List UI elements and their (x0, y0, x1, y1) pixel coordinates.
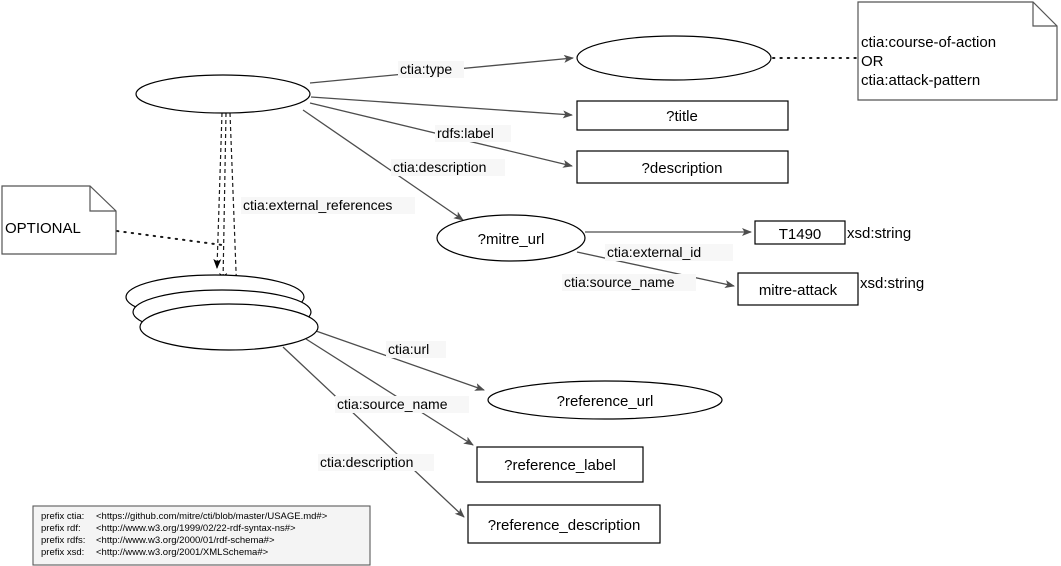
reference-url-label: ?reference_url (557, 393, 654, 410)
node-external-references-stack (125, 274, 319, 351)
node-description: ?description (576, 150, 789, 184)
reference-label-text: ?reference_label (504, 457, 616, 474)
title-label: ?title (666, 108, 698, 125)
description-label: ?description (642, 160, 723, 177)
edge-label-bg-url (386, 341, 446, 358)
reference-description-box (467, 504, 661, 544)
source-name-datatype-label: xsd:string (860, 275, 924, 292)
mitre-attack-box (737, 272, 859, 306)
legend-uri-1: <https://github.com/mitre/cti/blob/maste… (96, 511, 328, 522)
type-note-line-1: ctia:course-of-action (861, 34, 996, 51)
edge-external-references-3 (229, 112, 241, 298)
external-id-datatype-label: xsd:string (847, 225, 911, 242)
node-source-name-value: mitre-attack xsd:string (737, 272, 924, 306)
edge-description-ref-line (282, 346, 465, 518)
edge-label-ctia-description-ref: ctia:description (320, 454, 413, 470)
type-value-ellipse (576, 35, 772, 81)
node-reference-url: ?reference_url (487, 380, 723, 420)
title-box (576, 100, 789, 131)
edge-label-bg-rdfs (435, 125, 511, 142)
edge-label-bg-type (398, 61, 464, 78)
edge-label-ctia-description: ctia:description (393, 159, 486, 175)
legend-uri-3: <http://www.w3.org/2000/01/rdf-schema#> (96, 535, 275, 546)
edge-rdfs-label-line (310, 96, 573, 119)
optional-note-shape (1, 185, 117, 255)
legend-prefix-3: prefix rdfs: (41, 535, 85, 546)
edge-label-ctia-source-name-mitre: ctia:source_name (564, 274, 675, 290)
optional-note-connector (116, 230, 223, 246)
node-subject (135, 74, 311, 114)
edge-external-references-2 (219, 112, 228, 283)
legend-uri-2: <http://www.w3.org/1999/02/22-rdf-syntax… (96, 523, 296, 534)
edge-to-mitre-url-line (302, 109, 464, 221)
edge-label-bg-sourcename-mitre (562, 274, 696, 291)
prefix-legend-box (32, 505, 371, 566)
edge-label-bg-extrefs (241, 197, 415, 214)
edge-label-ctia-type: ctia:type (400, 61, 452, 77)
type-note-line-3: ctia:attack-pattern (861, 72, 980, 89)
legend-prefix-1: prefix ctia: (41, 511, 84, 522)
edge-label-rdfs-label: rdfs:label (437, 125, 494, 141)
node-title: ?title (576, 100, 789, 131)
description-box (576, 150, 789, 184)
node-mitre-url: ?mitre_url (436, 214, 586, 262)
t1490-box (754, 220, 846, 245)
mitre-url-ellipse (436, 214, 586, 262)
note-type-options: ctia:course-of-action OR ctia:attack-pat… (857, 1, 1058, 101)
prefix-legend: prefix ctia: <https://github.com/mitre/c… (32, 505, 371, 566)
edge-external-references-1 (213, 112, 223, 269)
subject-ellipse (135, 74, 311, 114)
legend-uri-4: <http://www.w3.org/2001/XMLSchema#> (96, 547, 269, 558)
reference-label-box (476, 446, 644, 483)
node-reference-label: ?reference_label (476, 446, 644, 483)
optional-note-text: OPTIONAL (5, 220, 81, 237)
edge-label-bg-extid (605, 244, 733, 261)
reference-description-text: ?reference_description (488, 517, 641, 534)
edge-label-ctia-url: ctia:url (388, 341, 429, 357)
edge-label-ctia-external-references: ctia:external_references (243, 197, 392, 213)
note-optional: OPTIONAL (1, 185, 117, 255)
edge-label-bg-description-ref (318, 454, 434, 471)
edge-label-ctia-external-id: ctia:external_id (607, 244, 701, 260)
type-note-shape (857, 1, 1058, 101)
node-type-value (576, 35, 772, 81)
t1490-label: T1490 (779, 226, 822, 243)
node-external-id-value: T1490 xsd:string (754, 220, 911, 245)
edge-source-name-mitre-line (576, 251, 735, 289)
edge-label-ctia-source-name-ref: ctia:source_name (337, 396, 448, 412)
legend-prefix-4: prefix xsd: (41, 547, 84, 558)
reference-ellipse-front (139, 303, 319, 351)
edge-label-group: ctia:type rdfs:label ctia:description ct… (241, 61, 733, 471)
mitre-url-label: ?mitre_url (478, 231, 545, 248)
optional-note-fold-icon (89, 186, 116, 212)
legend-prefix-2: prefix rdf: (41, 523, 81, 534)
mitre-attack-label: mitre-attack (759, 282, 838, 299)
type-note-line-2: OR (861, 53, 884, 70)
edge-label-bg-description (391, 159, 505, 176)
edge-label-bg-sourcename-ref (335, 396, 469, 413)
node-reference-description: ?reference_description (467, 504, 661, 544)
edge-source-name-ref-line (305, 338, 474, 446)
edge-ctia-url-line (315, 330, 485, 391)
reference-url-ellipse (487, 380, 723, 420)
type-note-fold-icon (1032, 2, 1057, 27)
